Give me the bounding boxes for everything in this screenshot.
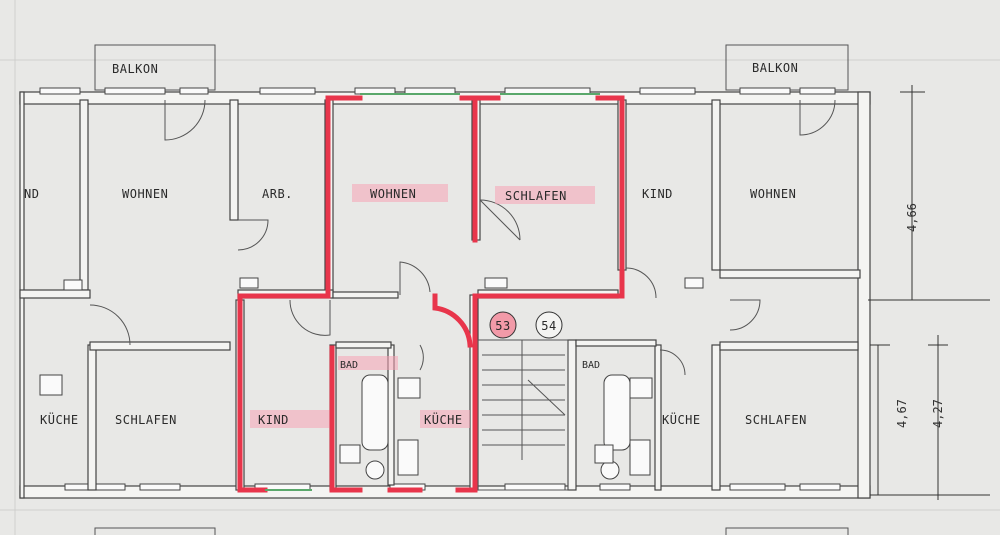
room-label-schlafen-2: SCHLAFEN	[745, 413, 807, 427]
room-label-arb: ARB.	[262, 187, 293, 201]
room-label-kueche-left: KÜCHE	[40, 411, 79, 427]
radiators	[63, 277, 704, 291]
svg-text:54: 54	[541, 319, 556, 333]
room-label-left-partial: ND	[24, 187, 39, 201]
doors	[89, 99, 836, 376]
room-label-kind-top: KIND	[642, 187, 673, 201]
windows-top	[39, 87, 836, 95]
room-label-kueche-2: KÜCHE	[662, 411, 701, 427]
label-highlights	[250, 184, 595, 428]
dimension-label-466: 4,66	[905, 203, 919, 232]
room-label-kind-mid: KIND	[258, 413, 289, 427]
kuche-left-fixtures	[39, 374, 63, 396]
dimension-lines	[868, 85, 990, 500]
room-label-bad-2: BAD	[582, 360, 600, 371]
apartment-badge-54: 54	[535, 311, 563, 339]
svg-text:53: 53	[495, 319, 510, 333]
apartment-outline-highlight	[237, 95, 625, 493]
staircase	[477, 339, 569, 491]
room-label-wohnen-1: WOHNEN	[122, 187, 168, 201]
dimension-label-427: 4,27	[931, 399, 945, 428]
room-label-wohnen-3: WOHNEN	[750, 187, 796, 201]
room-label-bad-1: BAD	[340, 360, 358, 371]
dimension-label-467: 4,67	[895, 399, 909, 428]
room-label-schlafen-1: SCHLAFEN	[115, 413, 177, 427]
bathroom-fixtures-right	[594, 374, 653, 480]
room-label-wohnen-2: WOHNEN	[370, 187, 416, 201]
lower-floor-edges	[94, 527, 849, 535]
svg-text:BALKON: BALKON	[752, 61, 798, 75]
svg-text:BALKON: BALKON	[112, 62, 158, 76]
room-label-kueche-1: KÜCHE	[424, 411, 463, 427]
apartment-badge-53: 53	[489, 311, 517, 339]
bathroom-fixtures-left	[339, 374, 421, 480]
room-label-schlafen-top: SCHLAFEN	[505, 189, 567, 203]
